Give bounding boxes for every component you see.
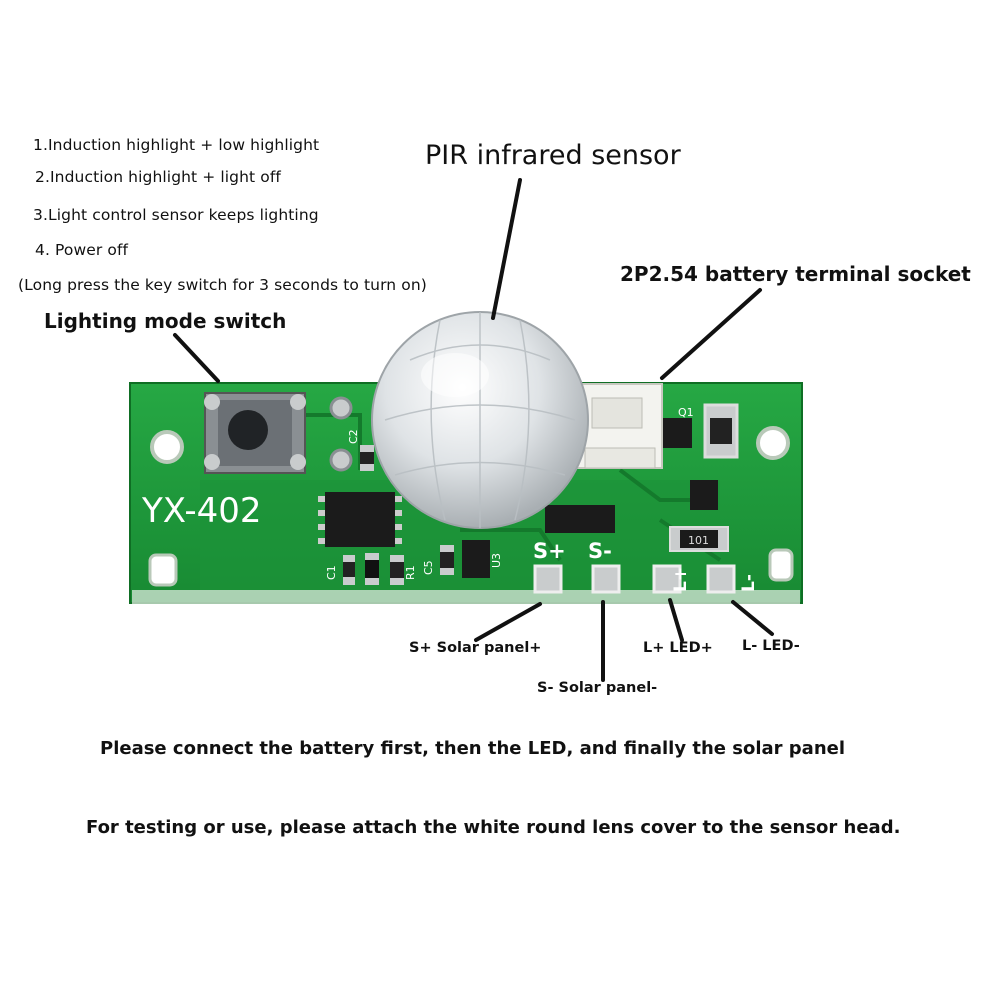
mode-item-note: (Long press the key switch for 3 seconds… <box>18 276 427 294</box>
label-solar-plus: S+ Solar panel+ <box>409 640 542 656</box>
mounting-hole-right <box>756 426 790 460</box>
mounting-hole-left <box>150 430 184 464</box>
ref-r1: R1 <box>404 565 417 580</box>
label-mode-switch: Lighting mode switch <box>44 309 287 333</box>
pir-sensor-dome <box>371 311 589 529</box>
ref-c2: C2 <box>347 429 360 444</box>
ref-c5: C5 <box>422 560 435 575</box>
label-pir-sensor: PIR infrared sensor <box>425 140 681 171</box>
pad-l-minus[interactable] <box>706 564 736 594</box>
leader-solar-plus <box>474 602 542 642</box>
leader-mode-switch <box>173 333 220 383</box>
note-connect-order: Please connect the battery first, then t… <box>100 738 846 759</box>
leader-battery <box>660 288 762 380</box>
smd-components <box>318 403 739 585</box>
label-led-plus: L+ LED+ <box>643 640 713 656</box>
note-lens-cover: For testing or use, please attach the wh… <box>86 817 901 838</box>
mode-item-3: 3.Light control sensor keeps lighting <box>33 206 319 224</box>
leader-lines <box>173 178 774 682</box>
mode-push-button[interactable] <box>204 392 306 474</box>
solder-pads <box>533 564 736 594</box>
leader-pir <box>491 178 522 320</box>
label-led-minus: L- LED- <box>742 638 800 654</box>
pad-label-l-plus: L+ <box>671 567 691 592</box>
mode-item-4: 4. Power off <box>35 241 129 259</box>
pad-label-s-minus: S- <box>588 539 612 563</box>
ref-u3: U3 <box>490 553 503 568</box>
label-solar-minus: S- Solar panel- <box>537 680 658 696</box>
leader-led-plus <box>668 598 684 642</box>
mode-item-2: 2.Induction highlight + light off <box>35 168 281 186</box>
ref-q1: Q1 <box>678 406 694 419</box>
pad-s-minus[interactable] <box>591 564 621 594</box>
leader-led-minus <box>731 600 774 636</box>
ref-c1: C1 <box>325 565 338 580</box>
pad-s-plus[interactable] <box>533 564 563 594</box>
ref-101: 101 <box>688 534 709 547</box>
mode-item-1: 1.Induction highlight + low highlight <box>33 136 320 154</box>
label-battery-socket: 2P2.54 battery terminal socket <box>620 262 971 286</box>
pad-label-s-plus: S+ <box>533 539 566 563</box>
pad-label-l-minus: L- <box>739 574 759 592</box>
pad-l-plus[interactable] <box>652 564 682 594</box>
board-model: YX-402 <box>141 491 262 531</box>
